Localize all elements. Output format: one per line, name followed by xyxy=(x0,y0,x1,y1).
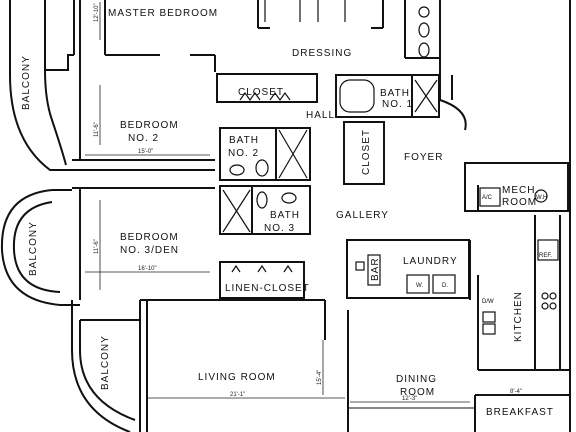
dim-dining-width: 12'-3" xyxy=(402,396,417,402)
label-bath2-line1: BATH xyxy=(229,135,259,146)
label-balcony-lower: BALCONY xyxy=(100,335,111,390)
label-dressing: DRESSING xyxy=(292,48,352,59)
label-washer: W. xyxy=(416,283,423,289)
label-dryer: D. xyxy=(442,283,448,289)
dim-breakfast-width: 8'-4" xyxy=(510,389,522,395)
label-laundry: LAUNDRY xyxy=(403,256,458,267)
label-bath2-line2: NO. 2 xyxy=(228,148,259,159)
label-bath1-line2: NO. 1 xyxy=(382,99,413,110)
label-breakfast: BREAKFAST xyxy=(486,407,554,418)
dim-living-depth: 15'-4" xyxy=(317,370,323,385)
label-closet-vertical: CLOSET xyxy=(361,129,372,175)
label-linen-closet: LINEN-CLOSET xyxy=(225,283,310,294)
label-bar: BAR xyxy=(370,257,381,281)
label-bedroom2-line2: NO. 2 xyxy=(128,133,159,144)
dim-bedroom3-width: 16'-10" xyxy=(138,266,157,272)
label-kitchen: KITCHEN xyxy=(513,291,524,342)
label-bath1-line1: BATH xyxy=(380,88,410,99)
label-ref: REF. xyxy=(539,253,552,259)
label-dining-line2: ROOM xyxy=(400,387,435,398)
label-bedroom2-line1: BEDROOM xyxy=(120,120,179,131)
label-balcony-upper: BALCONY xyxy=(21,55,32,110)
label-ac: A/C xyxy=(482,195,493,201)
dim-master-width: 12'-10" xyxy=(94,3,100,22)
dim-living-width: 21'-1" xyxy=(230,392,245,398)
dim-bedroom2-height: 11'-6" xyxy=(94,122,100,137)
fixtures xyxy=(222,0,559,335)
label-bedroom3-line1: BEDROOM xyxy=(120,232,179,243)
label-dining-line1: DINING xyxy=(396,374,437,385)
dim-bedroom3-height: 11'-6" xyxy=(94,239,100,254)
label-living-room: LIVING ROOM xyxy=(198,372,276,383)
label-bath3-line2: NO. 3 xyxy=(264,223,295,234)
label-master-bedroom: MASTER BEDROOM xyxy=(108,8,218,19)
label-dw: D/W xyxy=(482,299,494,305)
label-balcony-middle: BALCONY xyxy=(28,221,39,276)
label-hall: HALL xyxy=(306,110,335,121)
label-closet-top: CLOSET xyxy=(238,87,284,98)
room-labels: MASTER BEDROOM DRESSING CLOSET HALL BATH… xyxy=(21,8,554,418)
label-bath3-line1: BATH xyxy=(270,210,300,221)
label-mech-line1: MECH. xyxy=(502,185,539,196)
label-foyer: FOYER xyxy=(404,152,443,163)
dimension-labels: 12'-10" 11'-6" 15'-0" 11'-6" 16'-10" 15'… xyxy=(94,3,522,402)
label-wh: W.H xyxy=(536,195,547,201)
dim-bedroom2-width: 15'-0" xyxy=(138,149,153,155)
dimension-lines xyxy=(85,2,565,403)
label-gallery: GALLERY xyxy=(336,210,389,221)
label-mech-line2: ROOM xyxy=(502,197,537,208)
label-bedroom3-line2: NO. 3/DEN xyxy=(120,245,179,256)
